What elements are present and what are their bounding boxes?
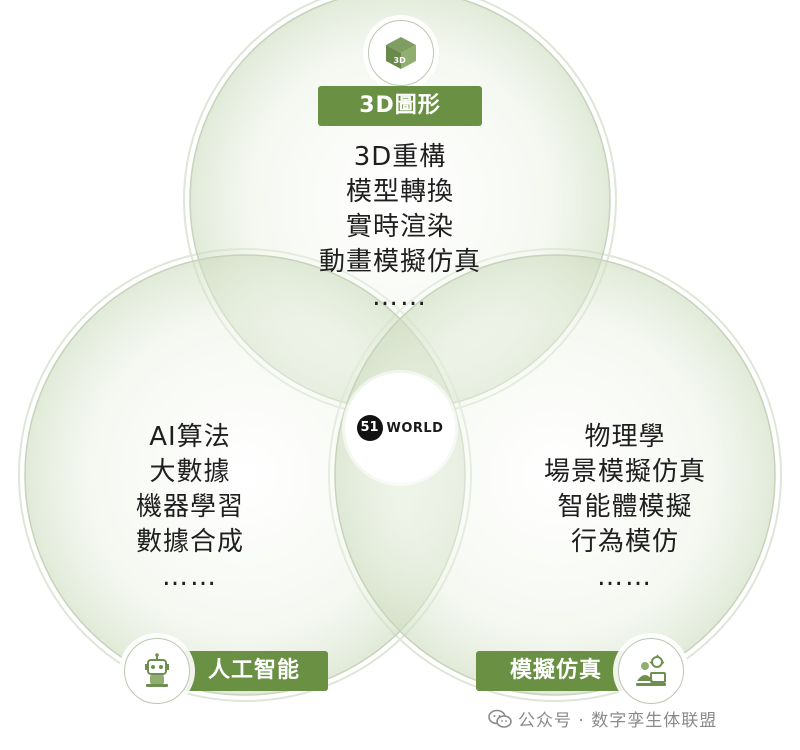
list-item: AI算法 (149, 422, 231, 452)
logo-mark: 51 (356, 415, 383, 441)
logo-wordmark: WORLD (386, 420, 444, 436)
list-item: 機器學習 (135, 492, 244, 522)
list-item: 3D重構 (353, 142, 447, 172)
watermark-text: 公众号 · 数字孪生体联盟 (518, 711, 718, 731)
label-3d-graphics: 3D圖形 (318, 86, 482, 126)
3d-cube-icon: 3D (368, 20, 434, 86)
circle-right (334, 254, 776, 696)
label-artificial-intelligence: 人工智能 (180, 651, 328, 691)
ellipsis: …… (162, 562, 218, 592)
list-item: 場景模擬仿真 (543, 457, 706, 487)
left-circle-items: AI算法 大數據 機器學習 數據合成 …… (90, 420, 290, 595)
list-item: 行為模仿 (570, 527, 679, 557)
right-circle-items: 物理學 場景模擬仿真 智能體模擬 行為模仿 …… (510, 420, 740, 595)
list-item: 大數據 (149, 457, 231, 487)
list-item: 物理學 (584, 422, 666, 452)
ellipsis: …… (597, 562, 653, 592)
list-item: 動畫模擬仿真 (318, 247, 481, 277)
list-item: 實時渲染 (345, 212, 454, 242)
watermark: 公众号 · 数字孪生体联盟 (488, 706, 717, 731)
svg-text:3D: 3D (394, 56, 407, 65)
51world-logo: 51 WORLD (345, 373, 455, 483)
engineer-icon (618, 638, 684, 704)
list-item: 數據合成 (135, 527, 244, 557)
list-item: 智能體模擬 (557, 492, 693, 522)
ellipsis: …… (372, 282, 428, 312)
top-circle-items: 3D重構 模型轉換 實時渲染 動畫模擬仿真 …… (250, 140, 550, 315)
wechat-icon (488, 709, 512, 728)
list-item: 模型轉換 (345, 177, 454, 207)
robot-icon (124, 638, 190, 704)
label-simulation: 模擬仿真 (476, 651, 636, 691)
